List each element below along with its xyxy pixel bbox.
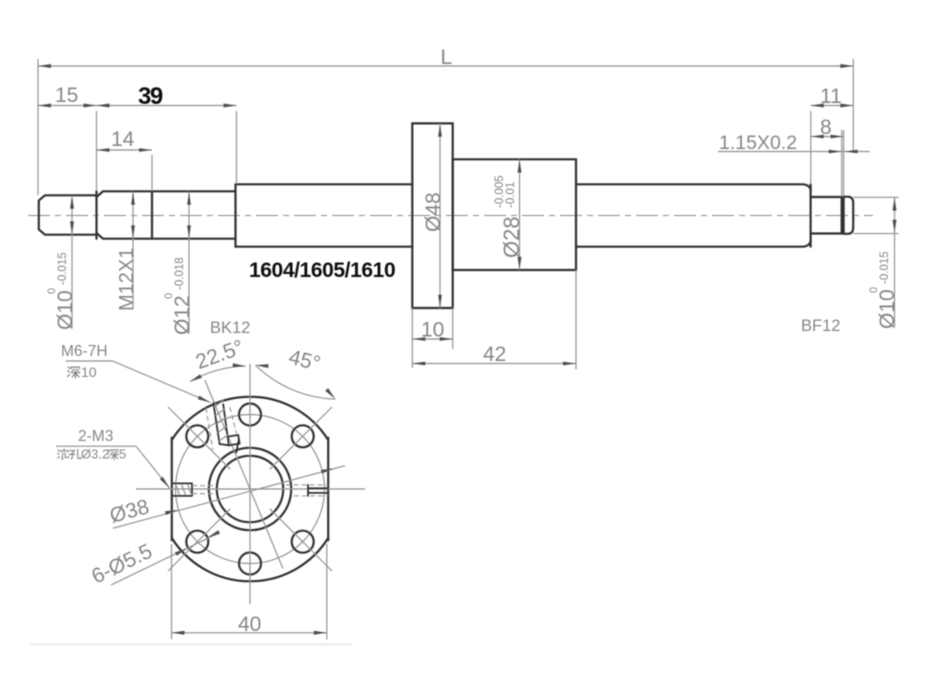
svg-text:Ø48: Ø48	[422, 192, 445, 232]
svg-text:Ø10: Ø10	[876, 289, 899, 329]
svg-text:-0.018: -0.018	[174, 257, 186, 290]
svg-text:11: 11	[820, 85, 842, 108]
svg-text:15: 15	[55, 84, 78, 107]
svg-text:0: 0	[46, 288, 58, 294]
svg-text:0: 0	[868, 287, 880, 293]
svg-text:8: 8	[820, 116, 832, 139]
svg-text:-0.005: -0.005	[494, 175, 506, 208]
svg-text:-0.015: -0.015	[57, 252, 69, 285]
svg-text:14: 14	[111, 128, 135, 151]
svg-text:10: 10	[421, 319, 444, 342]
svg-text:Ø12: Ø12	[171, 295, 194, 335]
svg-text:Ø10: Ø10	[54, 290, 77, 330]
svg-text:10: 10	[81, 364, 97, 380]
svg-text:42: 42	[483, 343, 506, 366]
svg-text:1604/1605/1610: 1604/1605/1610	[249, 259, 395, 282]
svg-text:39: 39	[138, 83, 163, 110]
svg-text:BF12: BF12	[801, 317, 840, 335]
svg-text:40: 40	[238, 613, 261, 636]
svg-text:M6-7H: M6-7H	[61, 343, 108, 360]
svg-text:Ø28: Ø28	[499, 216, 524, 258]
svg-text:L: L	[441, 46, 453, 69]
svg-text:Ø3.2: Ø3.2	[81, 447, 109, 462]
svg-text:BK12: BK12	[210, 319, 250, 337]
svg-text:2-M3: 2-M3	[78, 428, 113, 445]
svg-text:0: 0	[163, 293, 175, 299]
svg-text:5: 5	[119, 447, 126, 462]
svg-text:1.15X0.2: 1.15X0.2	[719, 132, 797, 154]
svg-text:-0.015: -0.015	[879, 251, 891, 284]
svg-text:M12X1: M12X1	[116, 248, 138, 311]
svg-text:-0.01: -0.01	[505, 182, 517, 208]
